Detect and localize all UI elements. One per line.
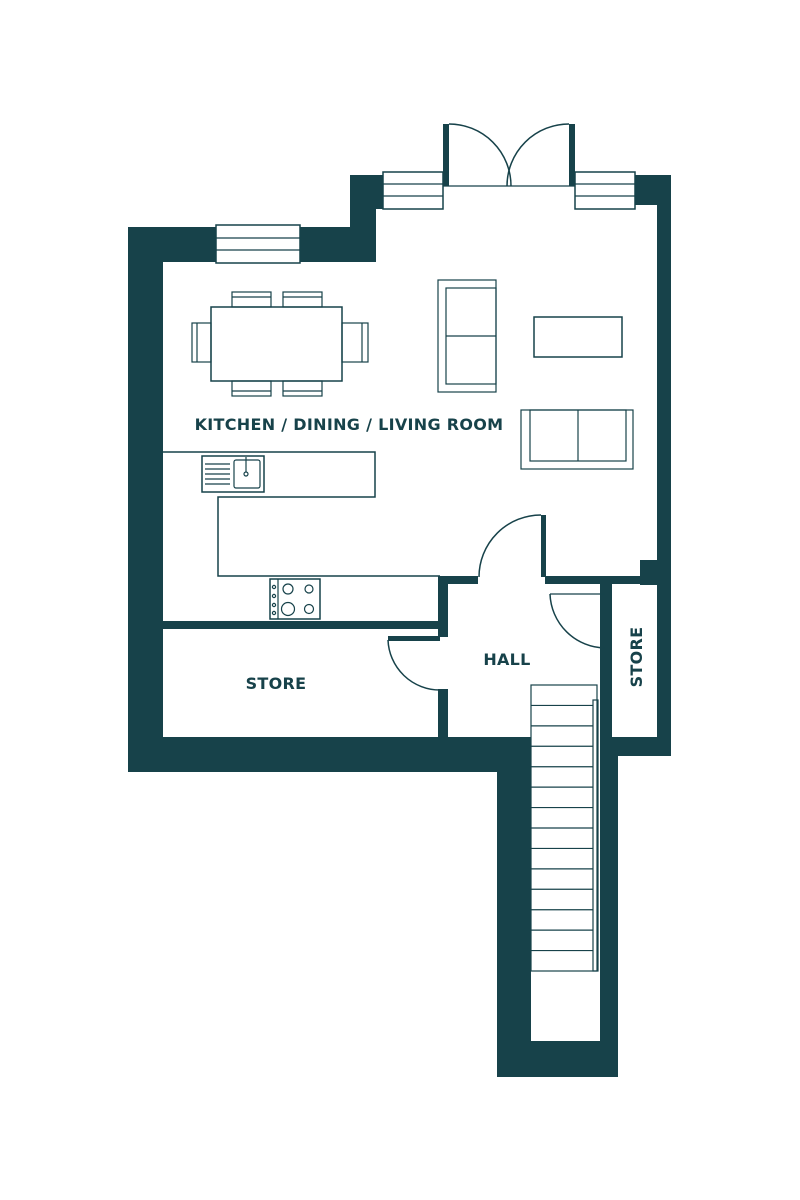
wall-top-left — [128, 227, 216, 262]
wall-right-lower — [657, 578, 671, 756]
wall-stair-bottom — [497, 1041, 618, 1077]
kitchen-counter — [163, 451, 440, 577]
stair-treads — [531, 704, 593, 952]
wall-right-notch — [640, 560, 671, 585]
dining-set — [191, 291, 369, 397]
wall-bottom — [128, 737, 531, 772]
window-bay-left — [382, 171, 444, 210]
french-doors — [443, 123, 575, 187]
wall-stair-right — [600, 737, 618, 1077]
walls — [128, 175, 671, 1077]
wall-store-top — [163, 621, 443, 629]
sofa-lower — [520, 409, 634, 470]
dining-table — [210, 306, 343, 382]
wall-bottom-right — [610, 737, 671, 756]
sofa-upper — [437, 279, 497, 393]
wall-bay-top-left — [350, 175, 383, 209]
wall-hall-top-right — [545, 576, 640, 584]
wall-store-right-top — [600, 578, 640, 584]
window-bay-right — [574, 171, 636, 210]
label-hall: HALL — [483, 650, 530, 669]
living-furniture — [437, 279, 634, 470]
windows — [215, 171, 636, 264]
door-store-left — [387, 636, 441, 691]
label-store-right: STORE — [627, 627, 646, 688]
coffee-table — [533, 316, 623, 358]
doors — [387, 514, 610, 691]
label-kitchen-dining-living: KITCHEN / DINING / LIVING ROOM — [195, 415, 504, 434]
wall-right — [657, 175, 671, 578]
window-top-left — [215, 224, 301, 264]
kitchen-units — [163, 451, 440, 620]
wall-hall-top-left — [438, 576, 478, 584]
wall-left — [128, 227, 163, 772]
wall-stair-left — [497, 737, 531, 1077]
door-hall-living — [478, 514, 546, 578]
sink-icon — [201, 455, 265, 493]
wall-hall-left-lower — [438, 689, 448, 739]
label-store-left: STORE — [246, 674, 307, 693]
hob-icon — [269, 578, 321, 620]
wall-hall-left-upper — [438, 576, 448, 637]
door-store-right — [549, 584, 610, 649]
